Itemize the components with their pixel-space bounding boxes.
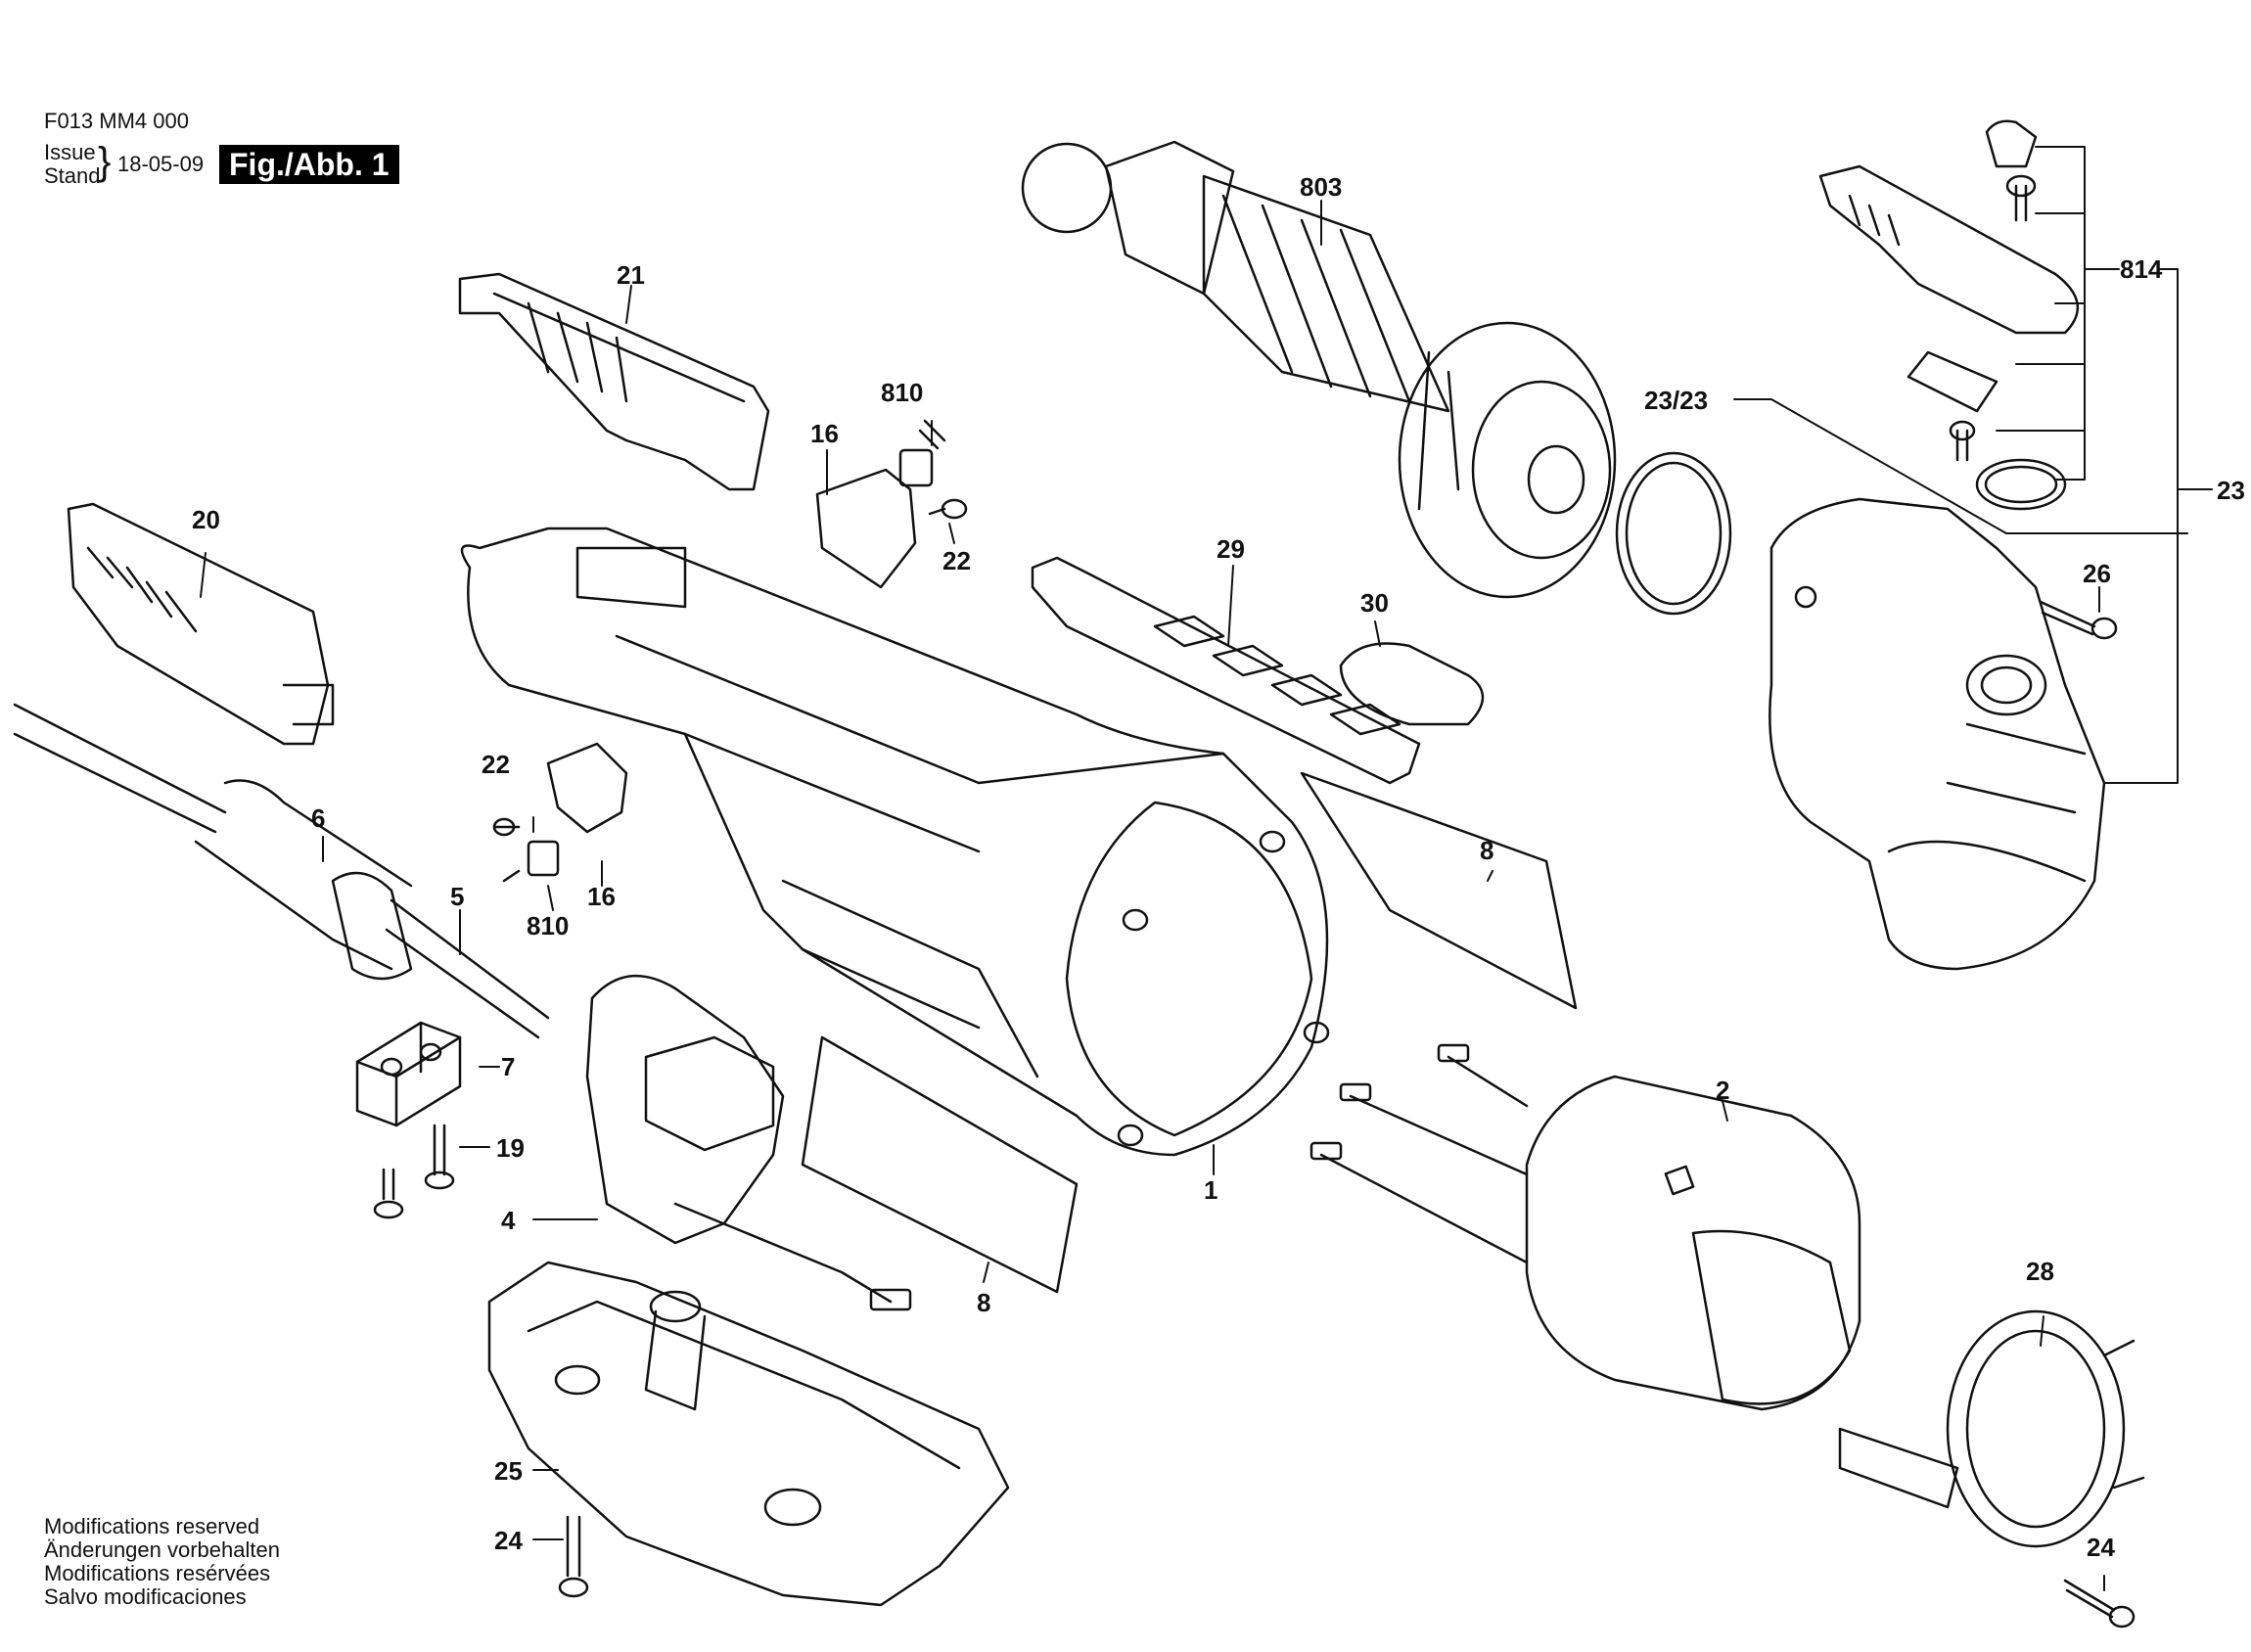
leader-lines: [200, 146, 2213, 1591]
label-21: 21: [617, 260, 645, 290]
part-8-insulation-upper: [1300, 771, 1578, 1010]
part-26-screw: [2039, 600, 2118, 640]
label-22-lower: 22: [482, 750, 510, 779]
part-25-lower-housing: [487, 1261, 1010, 1607]
label-22-top: 22: [942, 546, 971, 575]
stand-label: Stand: [44, 163, 101, 188]
label-4: 4: [501, 1206, 516, 1235]
brace-glyph: }: [98, 140, 112, 183]
label-26: 26: [2083, 559, 2111, 588]
part-6-cable: [13, 703, 550, 1039]
part-4-switch: [585, 974, 912, 1311]
notice-line-en: Modifications reserved: [44, 1514, 260, 1538]
part-23-gear-head: [1769, 497, 2106, 971]
part-19-screws: [373, 1124, 455, 1219]
notice-line-fr: Modifications resérvées: [44, 1561, 271, 1585]
label-28: 28: [2026, 1257, 2054, 1286]
part-24-screw-left: [558, 1515, 589, 1598]
label-2: 2: [1716, 1076, 1729, 1105]
label-16-top: 16: [810, 419, 839, 448]
part-7-clamp: [355, 1021, 462, 1127]
label-7: 7: [501, 1052, 515, 1081]
issue-date: 18-05-09: [117, 152, 205, 176]
label-6: 6: [311, 803, 325, 833]
part-30-button: [1339, 642, 1485, 726]
label-23-23: 23/23: [1644, 386, 1708, 415]
part-21-cover: [458, 272, 770, 491]
notice-line-es: Salvo modificaciones: [44, 1584, 247, 1609]
label-810-top: 810: [881, 378, 923, 407]
label-1: 1: [1204, 1175, 1217, 1205]
label-20: 20: [192, 505, 220, 534]
label-814: 814: [2120, 254, 2163, 284]
label-30: 30: [1360, 588, 1389, 618]
document-number: F013 MM4 000: [44, 109, 189, 133]
part-814-kit: [1818, 119, 2080, 511]
part-28-retainer: [1838, 1309, 2145, 1548]
part-number-labels: 803 21 20 810 16 22 29 30 8 1 8 2 28 26 …: [192, 172, 2245, 1562]
part-16-brush-holder-lower: [492, 742, 628, 883]
part-803-armature: [1021, 140, 1617, 599]
part-23-23-ring: [1615, 451, 1732, 616]
part-29-slider: [1031, 556, 1421, 785]
modifications-notice: Modifications reserved Änderungen vorbeh…: [44, 1515, 280, 1609]
label-29: 29: [1217, 534, 1245, 564]
label-24-left: 24: [494, 1526, 523, 1555]
part-1-housing: [460, 527, 1330, 1157]
notice-line-de: Änderungen vorbehalten: [44, 1537, 280, 1562]
part-16-brush-holder-upper: [815, 419, 968, 589]
label-24-right: 24: [2087, 1533, 2115, 1562]
label-19: 19: [496, 1133, 525, 1163]
figure-badge: Fig./Abb. 1: [219, 145, 399, 184]
label-5: 5: [450, 882, 464, 911]
part-2-field-coil: [1309, 1043, 1861, 1411]
label-810-lower: 810: [527, 911, 569, 941]
part-8-insulation-lower: [801, 1035, 1079, 1294]
part-20-cover: [67, 502, 335, 746]
label-23: 23: [2217, 476, 2245, 505]
part-24-screw-right: [2063, 1579, 2136, 1629]
label-25: 25: [494, 1456, 523, 1486]
label-16-lower: 16: [587, 882, 616, 911]
label-803: 803: [1300, 172, 1342, 202]
label-8-upper: 8: [1480, 836, 1493, 865]
issue-label: Issue: [44, 140, 96, 164]
label-8-lower: 8: [977, 1288, 990, 1317]
